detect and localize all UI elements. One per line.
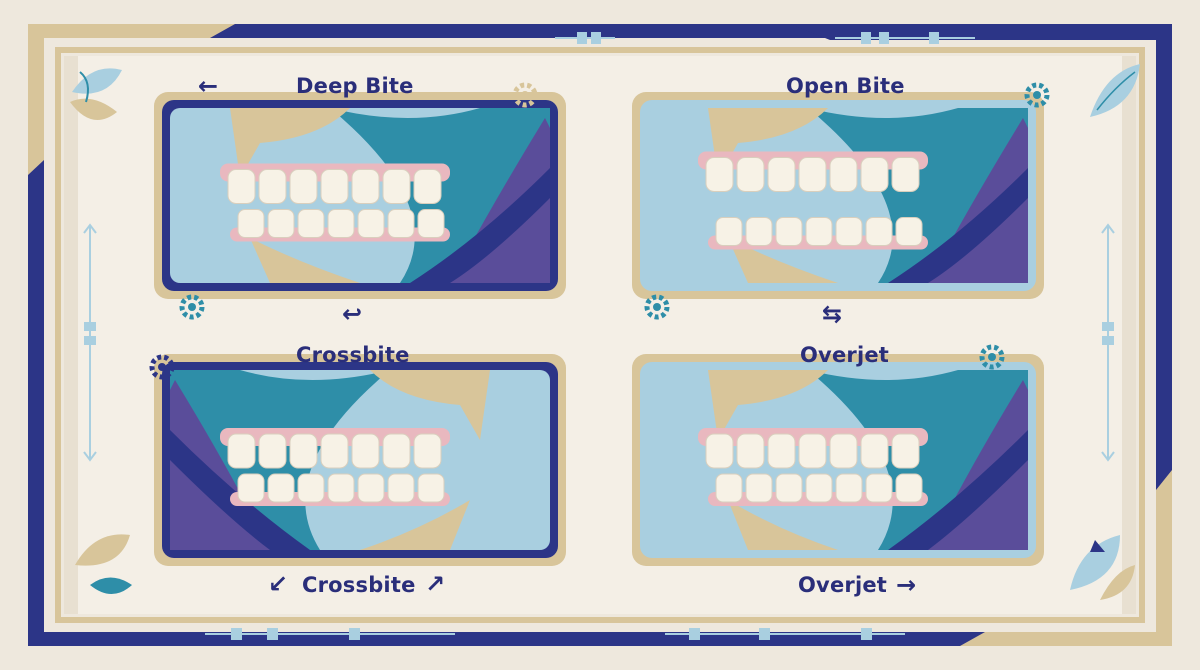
leaf-icon	[1090, 64, 1140, 117]
gear-icon	[149, 354, 175, 380]
panel-open-bite	[628, 88, 1048, 303]
title-open-bite: Open Bite	[786, 74, 905, 98]
gear-icon	[644, 294, 670, 320]
gear-icon	[512, 82, 538, 108]
panel-overjet	[628, 350, 1048, 570]
panel-deep-bite	[150, 88, 570, 303]
jaw-illustration	[154, 92, 566, 299]
panel-crossbite	[150, 350, 570, 570]
arrow-swap-icon: ⇆	[822, 300, 843, 328]
jaw-illustration	[154, 354, 566, 566]
gear-icon	[179, 294, 205, 320]
caption-crossbite: Crossbite	[302, 573, 416, 597]
arrow-return-icon: ↩	[342, 300, 363, 328]
title-deep-bite: Deep Bite	[296, 74, 414, 98]
title-overjet: Overjet	[800, 343, 890, 367]
arrow-left-icon: ←	[198, 72, 219, 100]
caption-overjet: Overjet	[798, 573, 888, 597]
arrow-diagonal-icon: ↗	[425, 570, 446, 598]
jaw-illustration	[632, 354, 1044, 566]
arrow-diagonal-icon: ↙	[268, 570, 289, 598]
leaf-icon	[70, 68, 122, 120]
arrow-right-icon: →	[896, 571, 917, 599]
jaw-illustration	[632, 92, 1044, 299]
leaf-icon	[1070, 535, 1135, 600]
leaf-icon	[75, 534, 132, 594]
gear-icon	[1024, 82, 1050, 108]
gear-icon	[979, 344, 1005, 370]
title-crossbite: Crossbite	[296, 343, 410, 367]
